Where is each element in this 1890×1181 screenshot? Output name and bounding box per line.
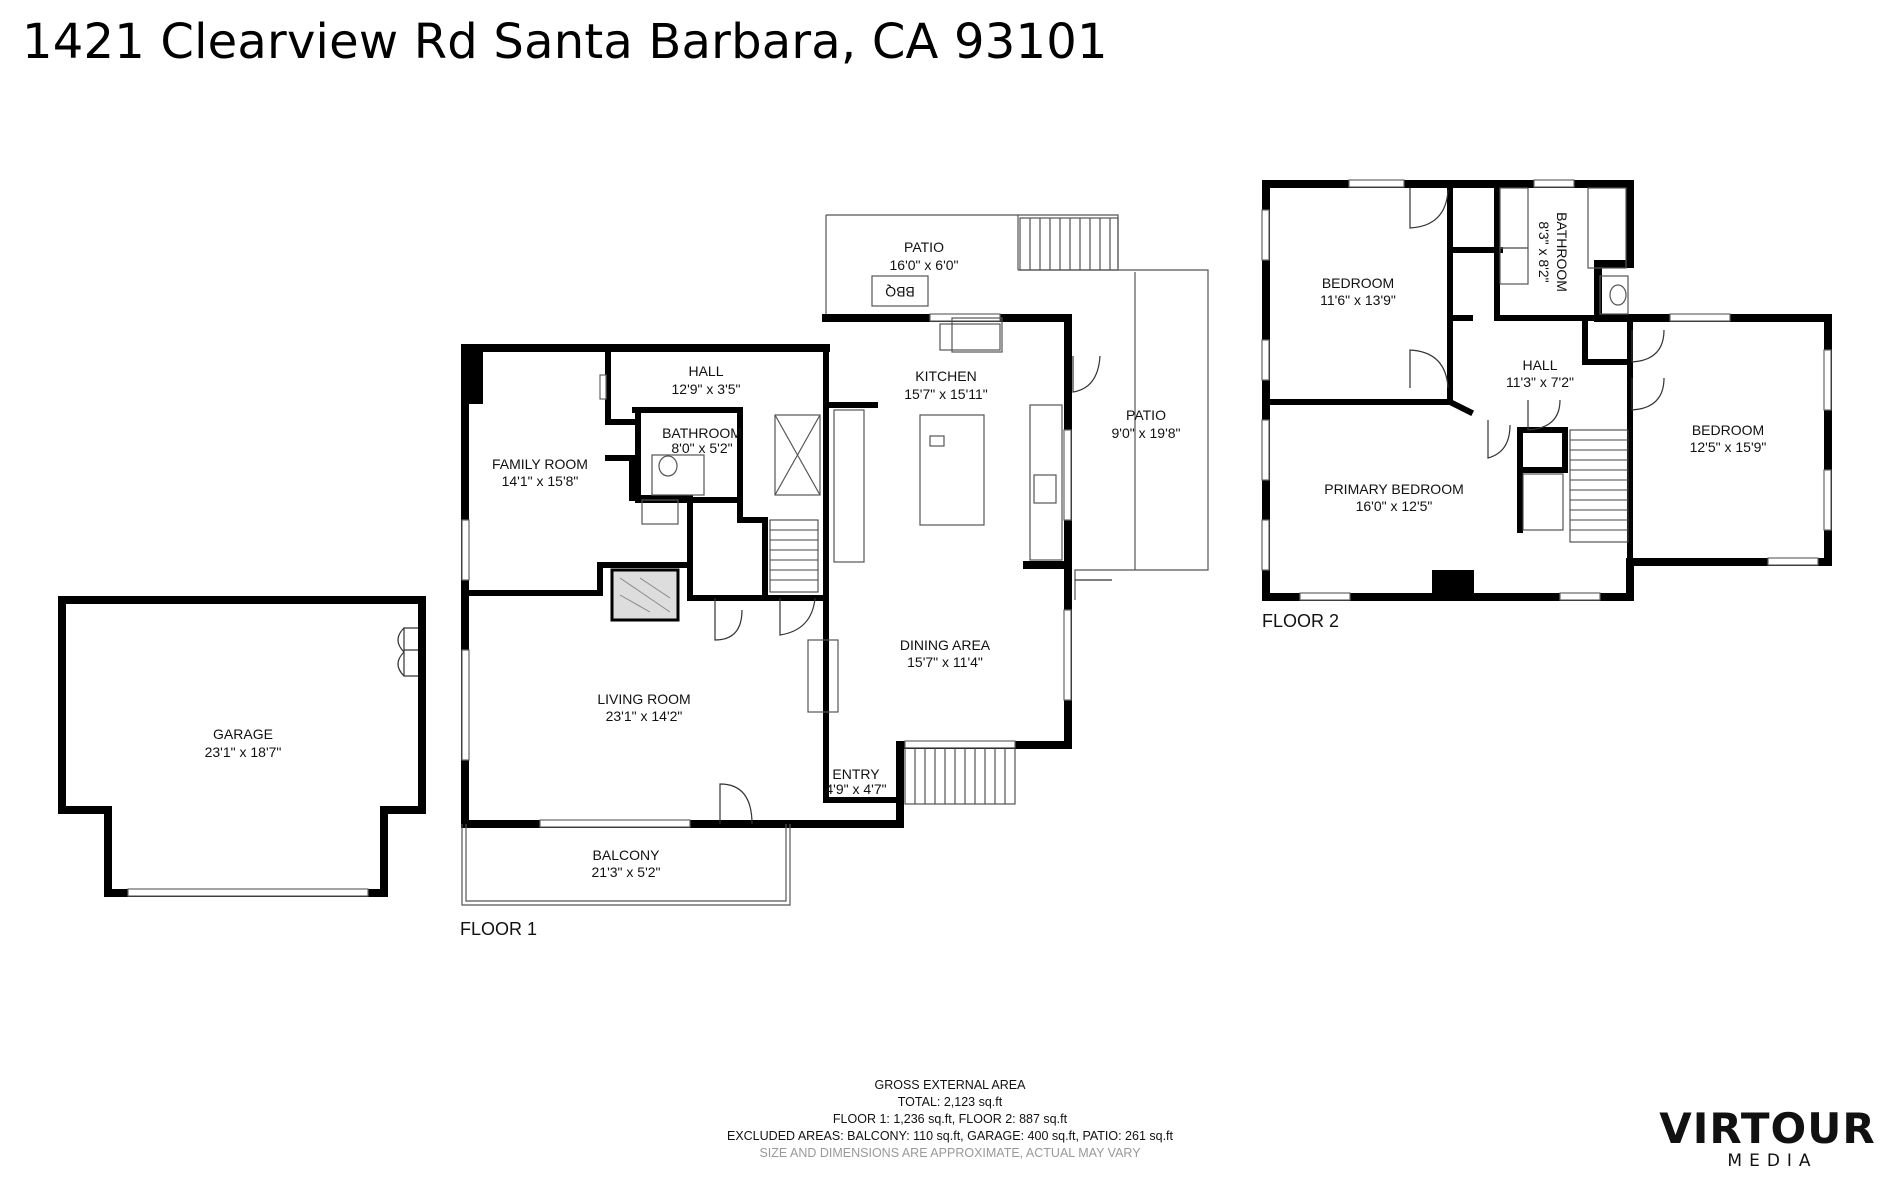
area-heading: GROSS EXTERNAL AREA: [874, 1078, 1026, 1092]
brand-logo: VIRTOUR MEDIA: [1655, 1104, 1880, 1172]
primary-bedroom-name: PRIMARY BEDROOM: [1324, 481, 1464, 497]
floor2-plan: [1261, 179, 1832, 601]
bbq-label: BBQ: [885, 284, 915, 300]
entry-dims: 4'9" x 4'7": [825, 781, 886, 797]
hall2-dims: 11'3" x 7'2": [1506, 374, 1574, 390]
floor2-label: FLOOR 2: [1262, 611, 1339, 631]
bedroom-b-dims: 12'5" x 15'9": [1690, 439, 1767, 455]
balcony-name: BALCONY: [593, 847, 661, 863]
garage-dims: 23'1" x 18'7": [205, 744, 282, 760]
hall2-name: HALL: [1522, 357, 1557, 373]
living-room-dims: 23'1" x 14'2": [606, 708, 683, 724]
family-room-name: FAMILY ROOM: [492, 456, 588, 472]
balcony-dims: 21'3" x 5'2": [592, 864, 661, 880]
entry-name: ENTRY: [832, 766, 880, 782]
bathroom1-dims: 8'0" x 5'2": [671, 440, 732, 456]
dining-area-name: DINING AREA: [900, 637, 991, 653]
area-total: TOTAL: 2,123 sq.ft: [897, 1095, 1003, 1109]
floor1-plan: [461, 214, 1209, 906]
patio-right-dims: 9'0" x 19'8": [1112, 425, 1181, 441]
area-floors: FLOOR 1: 1,236 sq.ft, FLOOR 2: 887 sq.ft: [832, 1112, 1068, 1126]
living-room-name: LIVING ROOM: [597, 691, 690, 707]
brand-name: VIRTOUR: [1659, 1104, 1876, 1153]
patio-right-name: PATIO: [1126, 407, 1166, 423]
brand-subtitle: MEDIA: [1727, 1151, 1818, 1171]
area-excluded: EXCLUDED AREAS: BALCONY: 110 sq.ft, GARA…: [726, 1129, 1173, 1143]
floor1-label: FLOOR 1: [460, 919, 537, 939]
hall1-name: HALL: [688, 363, 723, 379]
kitchen-island: [919, 414, 985, 526]
bedroom-a-name: BEDROOM: [1322, 275, 1394, 291]
bedroom-a-dims: 11'6" x 13'9": [1320, 292, 1396, 308]
property-address: 1421 Clearview Rd Santa Barbara, CA 9310…: [22, 14, 1108, 70]
bbq-grill: [871, 275, 929, 307]
bedroom-b-name: BEDROOM: [1692, 422, 1764, 438]
garage-name: GARAGE: [213, 726, 273, 742]
patio-top-dims: 16'0" x 6'0": [890, 257, 959, 273]
bathroom2-dims: 8'3" x 8'2": [1536, 221, 1552, 282]
dining-area-dims: 15'7" x 11'4": [907, 654, 983, 670]
hall1-dims: 12'9" x 3'5": [672, 381, 741, 397]
bathroom2-name: BATHROOM: [1554, 212, 1570, 292]
garage-plan: [58, 596, 426, 897]
bathroom1-name: BATHROOM: [662, 425, 742, 441]
family-room-dims: 14'1" x 15'8": [502, 473, 579, 489]
primary-bedroom-dims: 16'0" x 12'5": [1356, 498, 1433, 514]
kitchen-dims: 15'7" x 15'11": [904, 386, 988, 402]
patio-top-name: PATIO: [904, 239, 944, 255]
area-disclaimer: SIZE AND DIMENSIONS ARE APPROXIMATE, ACT…: [759, 1146, 1141, 1160]
area-summary: GROSS EXTERNAL AREA TOTAL: 2,123 sq.ft F…: [700, 1077, 1200, 1162]
kitchen-name: KITCHEN: [915, 368, 976, 384]
